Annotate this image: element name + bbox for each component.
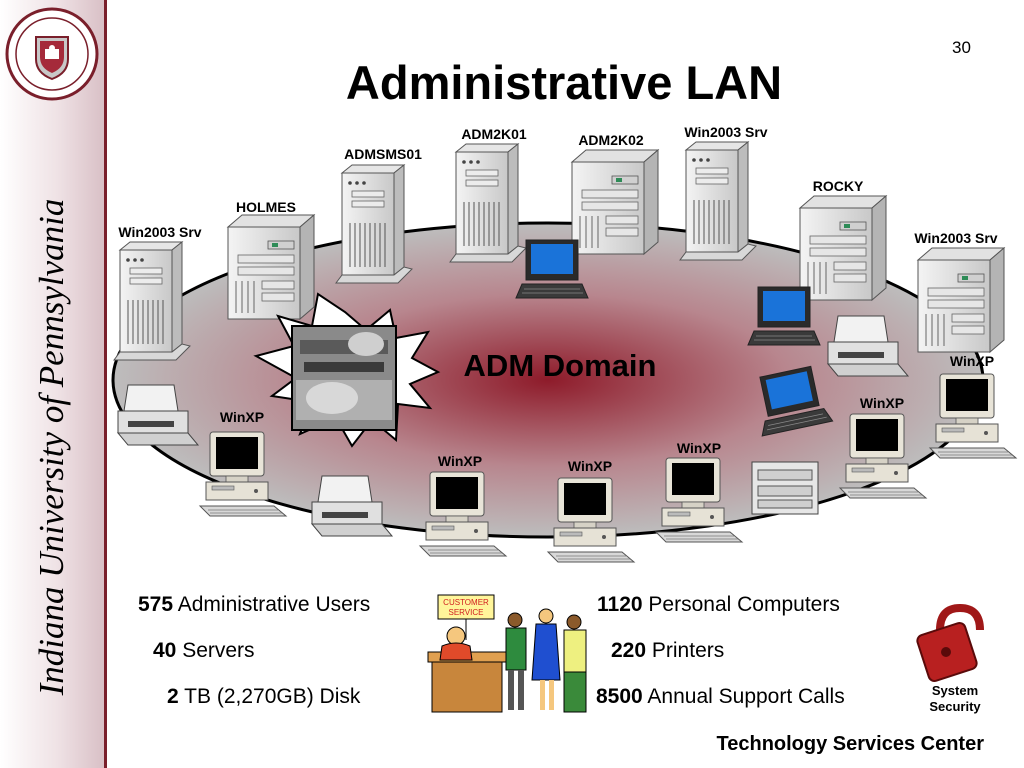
server-admsms01 bbox=[335, 164, 413, 284]
server-win2003-right bbox=[917, 247, 1005, 353]
stat-pcs: 1120 Personal Computers bbox=[597, 593, 840, 616]
hardware-photo-starburst bbox=[253, 292, 441, 448]
label-server-win2003-left: Win2003 Srv bbox=[118, 224, 201, 240]
customer-service-sign-2: SERVICE bbox=[449, 608, 484, 617]
server-win2003-left bbox=[113, 241, 191, 361]
security-label-line-2: Security bbox=[929, 699, 981, 714]
page-title: Administrative LAN bbox=[345, 56, 783, 109]
laptop-right bbox=[747, 286, 821, 346]
label-server-win2003-right: Win2003 Srv bbox=[914, 230, 997, 246]
server-win2003-top bbox=[679, 141, 757, 261]
system-security-label: System Security bbox=[915, 683, 995, 715]
customer-service-sign-1: CUSTOMER bbox=[443, 598, 489, 607]
stat-users: 575 Administrative Users bbox=[138, 593, 371, 616]
server-adm2k02 bbox=[571, 149, 659, 255]
label-server-adm2k02: ADM2K02 bbox=[578, 132, 644, 148]
label-workstation-4: WinXP bbox=[677, 440, 721, 456]
domain-label: ADM Domain bbox=[464, 348, 657, 383]
label-server-holmes: HOLMES bbox=[236, 199, 296, 215]
stat-disk: 2 TB (2,270GB) Disk bbox=[167, 685, 361, 708]
page-number: 30 bbox=[952, 38, 971, 57]
security-label-line-1: System bbox=[931, 683, 979, 698]
printer-large bbox=[751, 461, 819, 515]
laptop-center bbox=[515, 239, 589, 299]
label-workstation-3: WinXP bbox=[568, 458, 612, 474]
label-workstation-2: WinXP bbox=[438, 453, 482, 469]
customer-service-illustration: CUSTOMER SERVICE bbox=[427, 594, 587, 713]
stat-support-calls: 8500 Annual Support Calls bbox=[596, 685, 845, 708]
label-workstation-5: WinXP bbox=[860, 395, 904, 411]
label-server-rocky: ROCKY bbox=[813, 178, 864, 194]
label-workstation-1: WinXP bbox=[220, 409, 264, 425]
label-server-admsms01: ADMSMS01 bbox=[344, 146, 422, 162]
system-security-lock-icon bbox=[916, 603, 984, 682]
server-adm2k01 bbox=[449, 143, 527, 263]
label-server-adm2k01: ADM2K01 bbox=[461, 126, 527, 142]
university-seal-logo bbox=[5, 7, 99, 101]
server-rocky bbox=[799, 195, 887, 301]
footer-org-name: Technology Services Center bbox=[716, 733, 985, 755]
server-holmes bbox=[227, 214, 315, 320]
label-workstation-6: WinXP bbox=[950, 353, 994, 369]
sidebar: Indiana University of Pennsylvania bbox=[0, 0, 107, 768]
stat-printers: 220 Printers bbox=[611, 639, 725, 662]
label-server-win2003-top: Win2003 Srv bbox=[684, 124, 767, 140]
stat-servers: 40 Servers bbox=[153, 639, 255, 662]
